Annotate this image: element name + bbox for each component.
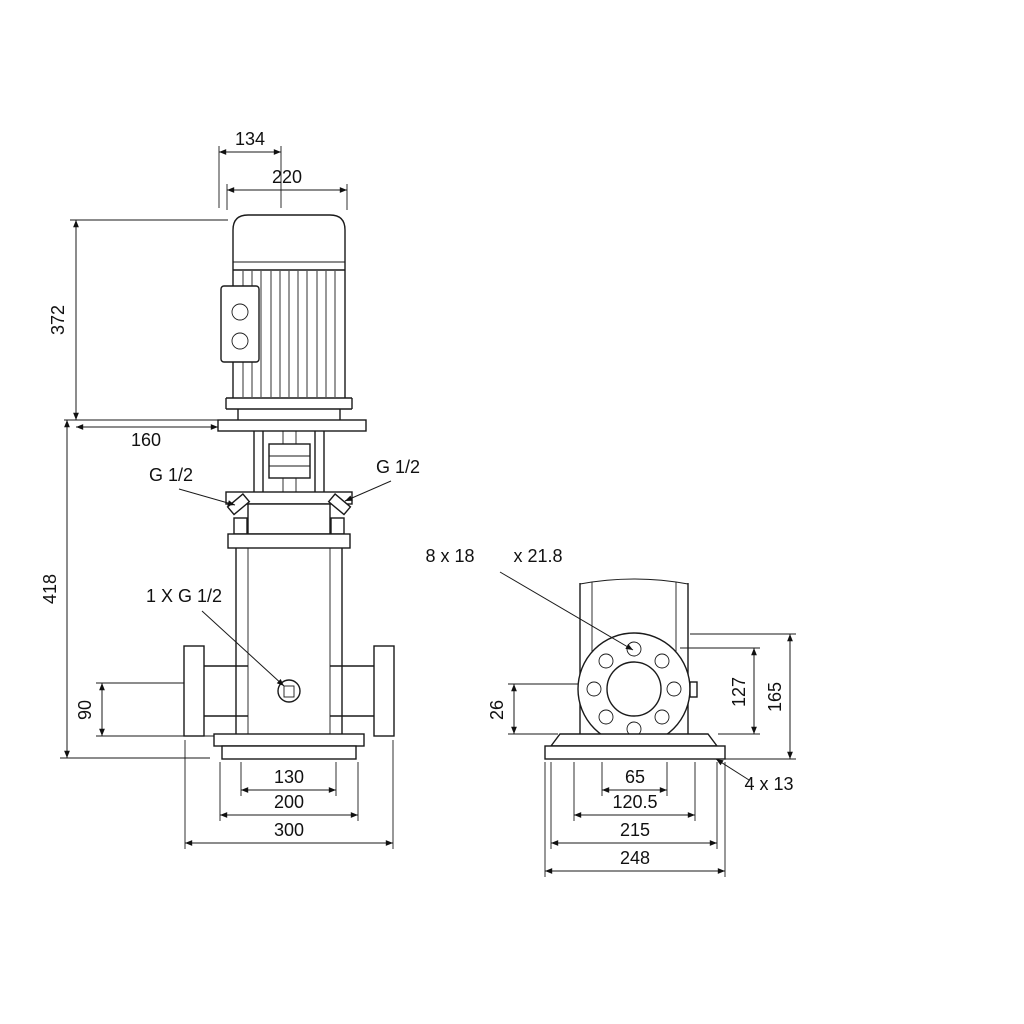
dim-65-text: 65: [625, 767, 645, 787]
dim-120-5-text: 120.5: [612, 792, 657, 812]
port-right-text: G 1/2: [376, 457, 420, 477]
pump-head: [225, 491, 353, 535]
shaft-coupling: [268, 443, 311, 479]
port-plug-left: [226, 493, 251, 516]
dim-26: 26: [487, 683, 578, 735]
side-view: 8 x 18 x 21.8 26 127 165 4 x 13: [425, 546, 796, 877]
flange-holes-label: 8 x 18 x 21.8: [425, 546, 634, 651]
flange-side-tab: [689, 681, 698, 698]
drain-label-text: 1 X G 1/2: [146, 586, 222, 606]
dim-130-text: 130: [274, 767, 304, 787]
dim-127: 127: [680, 647, 760, 735]
port-plug-right: [327, 493, 352, 516]
chamber-stack: [227, 533, 351, 734]
motor-foot-flange: [225, 397, 353, 420]
dim-127-text: 127: [729, 677, 749, 707]
port-label-left: G 1/2: [149, 465, 236, 506]
port-flanges: [183, 645, 395, 737]
dim-300-text: 300: [274, 820, 304, 840]
discharge-flange-face: [577, 632, 698, 746]
side-body: [579, 578, 689, 734]
dim-248-text: 248: [620, 848, 650, 868]
staybolt-nut-right: [330, 517, 345, 535]
dim-200: 200: [219, 762, 359, 821]
dim-165: 165: [690, 633, 796, 760]
flange-holes-depth-text: x 21.8: [513, 546, 562, 566]
dim-134-text: 134: [235, 129, 265, 149]
dim-372: 372: [48, 219, 366, 421]
dim-248: 248: [544, 762, 726, 877]
dim-160-text: 160: [131, 430, 161, 450]
dim-418-text: 418: [40, 574, 60, 604]
motor-stool: [217, 419, 367, 492]
dim-220-text: 220: [272, 167, 302, 187]
base-holes-text: 4 x 13: [744, 774, 793, 794]
dim-200-text: 200: [274, 792, 304, 812]
front-view: 134 220 372 418 160 G 1/2 G: [40, 129, 420, 849]
port-label-right: G 1/2: [344, 457, 420, 502]
dim-134: 134: [218, 129, 282, 208]
dim-160: 160: [76, 424, 218, 450]
base-side: [544, 733, 726, 760]
motor-outline: [220, 214, 353, 420]
drain-label: 1 X G 1/2: [146, 586, 285, 687]
dim-130: 130: [240, 762, 337, 796]
base-holes-label: 4 x 13: [715, 758, 794, 794]
dim-165-text: 165: [765, 682, 785, 712]
flange-holes-text: 8 x 18: [425, 546, 474, 566]
dim-215-text: 215: [620, 820, 650, 840]
dim-65: 65: [601, 762, 668, 796]
dim-418: 418: [40, 420, 210, 759]
dim-26-text: 26: [487, 700, 507, 720]
dim-215: 215: [550, 762, 718, 849]
dim-372-text: 372: [48, 305, 68, 335]
port-left-text: G 1/2: [149, 465, 193, 485]
staybolt-nut-left: [233, 517, 248, 535]
dim-220: 220: [226, 167, 348, 210]
dim-300: 300: [184, 740, 394, 849]
terminal-box: [220, 285, 260, 363]
dim-120-5: 120.5: [573, 762, 696, 821]
dim-90-text: 90: [75, 700, 95, 720]
base-front: [213, 733, 365, 760]
dim-90: 90: [75, 682, 214, 737]
